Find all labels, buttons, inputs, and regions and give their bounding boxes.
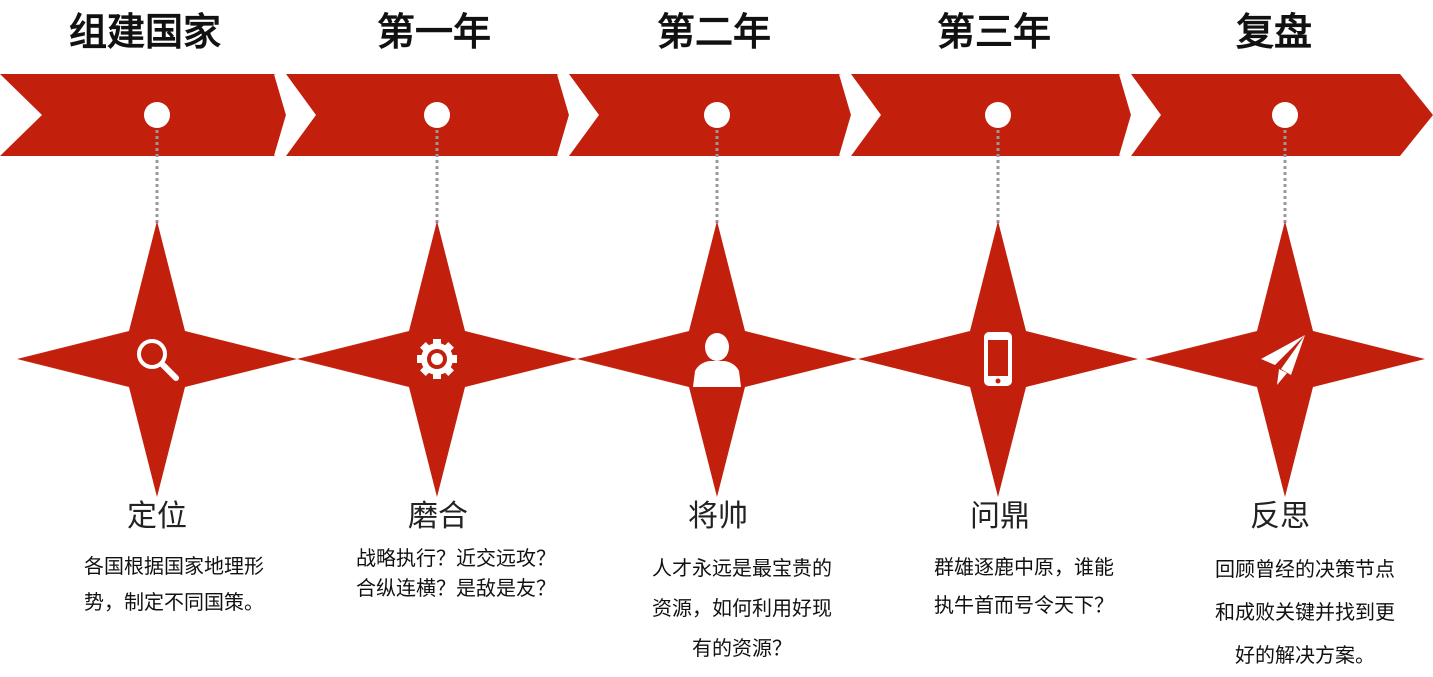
stage-description-0: 各国根据国家地理形 势，制定不同国策。 <box>44 548 304 620</box>
description-line: 各国根据国家地理形 <box>84 554 264 578</box>
stage-description-4: 回顾曾经的决策节点 和成败关键并找到更 好的解决方案。 <box>1170 548 1433 677</box>
paper-plane-icon <box>1261 335 1305 385</box>
chevron-separator <box>274 73 291 157</box>
description-line: 战略执行？近交远攻？ <box>356 546 556 570</box>
description-line: 资源，如何利用好现 <box>652 596 832 620</box>
timeline-dot <box>1272 102 1298 128</box>
mobile-phone-icon <box>984 332 1012 386</box>
timeline-dot <box>144 102 170 128</box>
stage-name-1: 磨合 <box>408 499 468 534</box>
chevron-separator <box>1119 73 1136 157</box>
description-line: 合纵连横？是敌是友？ <box>356 576 556 600</box>
description-line: 好的解决方案。 <box>1235 643 1375 667</box>
stage-description-1: 战略执行？近交远攻？ 合纵连横？是敌是友？ <box>316 543 596 603</box>
timeline-dot <box>424 102 450 128</box>
description-line: 势，制定不同国策。 <box>84 590 264 614</box>
timeline-dot <box>704 102 730 128</box>
stage-name-3: 问鼎 <box>970 499 1030 534</box>
person-icon <box>693 333 741 387</box>
search-icon <box>137 339 179 381</box>
stage-name-4: 反思 <box>1250 499 1310 534</box>
description-line: 回顾曾经的决策节点 <box>1215 557 1395 581</box>
phase-title-3: 第三年 <box>936 10 1051 54</box>
description-line: 和成败关键并找到更 <box>1215 600 1395 624</box>
stage-name-2: 将帅 <box>688 499 748 534</box>
phase-title-4: 复盘 <box>1235 10 1312 54</box>
stage-name-0: 定位 <box>127 499 187 534</box>
compass-star <box>1145 221 1425 497</box>
compass-star <box>17 221 297 497</box>
phase-title-2: 第二年 <box>656 10 771 54</box>
timeline-dot <box>985 102 1011 128</box>
description-line: 执牛首而号令天下？ <box>934 593 1114 617</box>
description-line: 群雄逐鹿中原，谁能 <box>934 555 1114 579</box>
phase-title-0: 组建国家 <box>68 10 221 54</box>
chevron-separator <box>557 73 574 157</box>
stage-description-2: 人才永远是最宝贵的 资源，如何利用好现 有的资源？ <box>612 548 872 668</box>
chevron-separator <box>839 73 856 157</box>
stage-description-3: 群雄逐鹿中原，谁能 执牛首而号令天下？ <box>889 548 1159 624</box>
description-line: 有的资源？ <box>692 636 792 660</box>
phase-title-1: 第一年 <box>376 10 491 54</box>
description-line: 人才永远是最宝贵的 <box>652 556 832 580</box>
gear-icon <box>417 339 457 379</box>
